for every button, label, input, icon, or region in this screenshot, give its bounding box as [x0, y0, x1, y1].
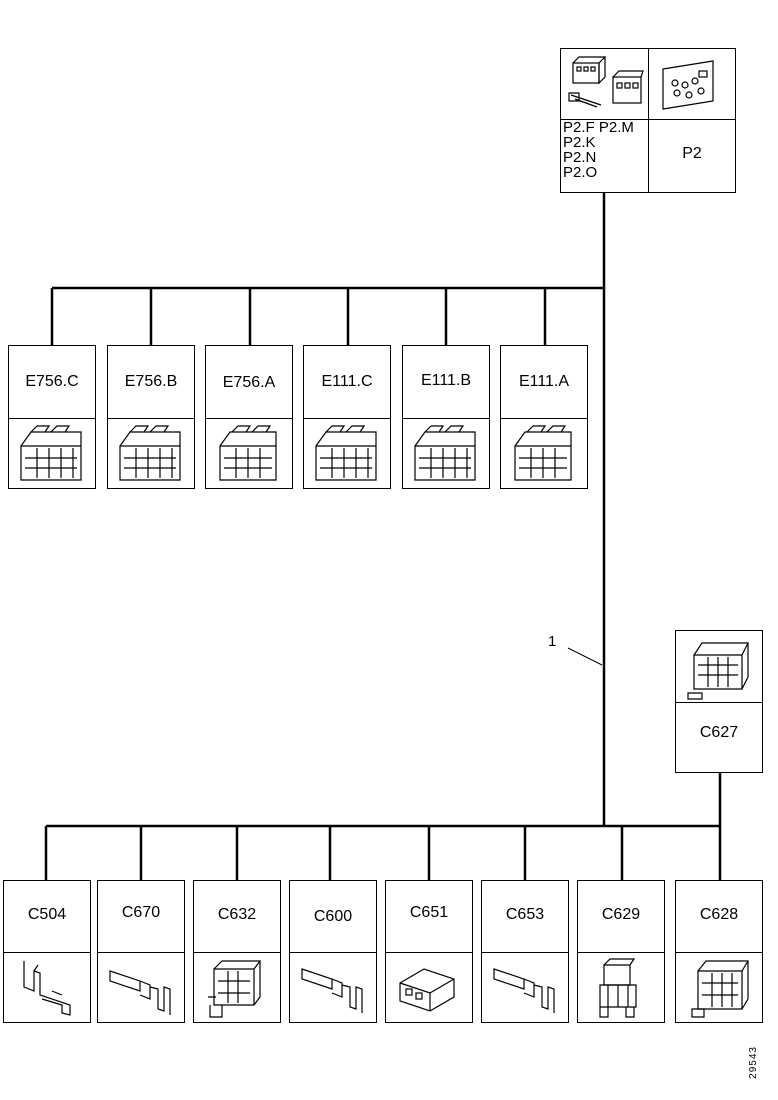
connector-label: E756.B: [124, 373, 178, 390]
connector-box-c600: C600: [289, 880, 377, 1023]
connector-box-e756-c: E756.C: [8, 345, 96, 489]
connector-box-c629: C629: [577, 880, 665, 1023]
multi-pin-connector-icon: [687, 642, 749, 700]
multi-pin-connector-icon: [208, 960, 262, 1018]
connector-label: E111.B: [420, 372, 472, 389]
multi-pin-connector-icon: [20, 425, 82, 481]
terminal-pin-icon: [301, 968, 363, 1013]
connector-housing-icon: [399, 968, 455, 1012]
multi-pin-connector-icon: [514, 425, 572, 481]
terminal-pin-icon: [493, 968, 555, 1013]
connector-box-e111-c: E111.C: [303, 345, 391, 489]
connector-label: C670: [121, 904, 161, 921]
callout-leader: [567, 647, 603, 666]
p2-code: P2.N: [563, 149, 597, 166]
document-reference: 29543: [748, 1046, 759, 1079]
terminal-pin-icon: [109, 970, 171, 1015]
connector-box-c504: C504: [3, 880, 91, 1023]
p2-connectors-icon: [568, 56, 644, 108]
connector-label: C628: [699, 906, 739, 923]
connector-label: C504: [27, 906, 67, 923]
connector-label: E756.A: [222, 374, 276, 391]
p2-code: P2.F P2.M: [563, 119, 634, 136]
callout-number: 1: [548, 633, 557, 650]
connector-label: E756.C: [25, 373, 79, 390]
p2-label: P2: [682, 145, 702, 162]
connector-label: E111.A: [518, 373, 570, 390]
connector-box-c670: C670: [97, 880, 185, 1023]
multi-pin-connector-icon: [599, 958, 637, 1018]
connector-box-e111-b: E111.B: [402, 345, 490, 489]
p2-connector-block: P2.F P2.M P2.K P2.N P2.O P2: [560, 48, 736, 193]
connector-label: C627: [699, 724, 739, 741]
connector-box-c627: C627: [675, 630, 763, 773]
connector-box-e756-b: E756.B: [107, 345, 195, 489]
connector-label: C629: [601, 906, 641, 923]
p2-code: P2.K: [563, 134, 596, 151]
connector-label: E111.C: [321, 373, 373, 390]
connector-box-c653: C653: [481, 880, 569, 1023]
connector-label: C632: [217, 906, 257, 923]
connector-label: C651: [409, 904, 449, 921]
connector-box-e756-a: E756.A: [205, 345, 293, 489]
connector-box-e111-a: E111.A: [500, 345, 588, 489]
p2-code: P2.O: [563, 164, 598, 181]
p2-panel-icon: [662, 60, 714, 110]
connector-box-c632: C632: [193, 880, 281, 1023]
connector-box-c628: C628: [675, 880, 763, 1023]
multi-pin-connector-icon: [315, 425, 377, 481]
p2-code-list: P2.F P2.M P2.K P2.N P2.O: [563, 120, 634, 180]
connector-box-c651: C651: [385, 880, 473, 1023]
terminal-pin-icon: [23, 961, 71, 1016]
multi-pin-connector-icon: [219, 425, 277, 481]
multi-pin-connector-icon: [119, 425, 181, 481]
connector-label: C600: [313, 908, 353, 925]
connector-label: C653: [505, 906, 545, 923]
multi-pin-connector-icon: [414, 425, 476, 481]
multi-pin-connector-icon: [691, 960, 750, 1018]
